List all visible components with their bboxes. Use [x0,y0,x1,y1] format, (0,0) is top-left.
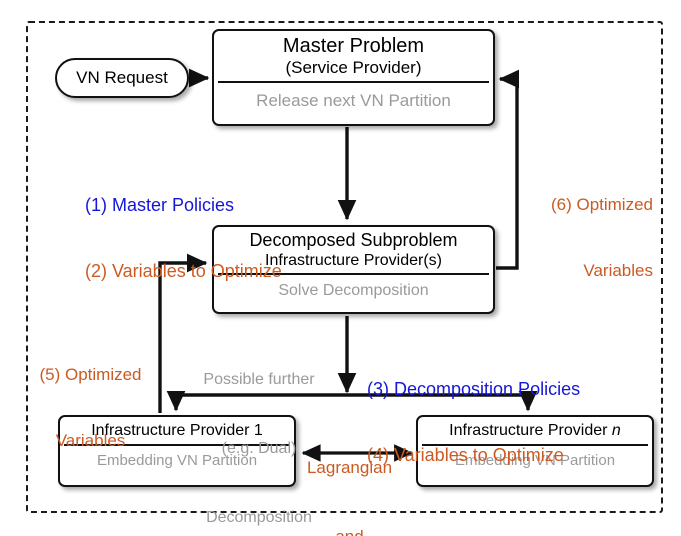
decomposed-subproblem-title: Decomposed Subproblem [249,230,458,250]
further-line2: (e.g. Dual) [221,440,297,457]
edge-label-steps-3-4: (3) Decomposition Policies (4) Variables… [367,334,580,510]
provider-n-action: Embedding VN Partition [454,452,616,469]
master-problem-action: Release next VN Partition [256,91,451,110]
exchange-line1: Lagrangian [306,458,393,477]
node-infrastructure-provider-1[interactable]: Infrastructure Provider 1 Embedding VN P… [58,415,296,487]
edge-label-step2: (2) Variables to Optimize [85,261,282,281]
edge-label-step3: (3) Decomposition Policies [367,379,581,399]
master-problem-subtitle: (Service Provider) [285,58,422,77]
provider-1-title-text: Infrastructure Provider 1 [91,422,263,439]
edge-label-further-decomposition: Possible further (e.g. Dual) Decompositi… [186,322,332,536]
arrow-subproblem-to-master [496,69,520,270]
edge-label-step5-line2: Variables [55,431,126,450]
arrow-provider1-to-subproblem [158,253,208,413]
further-line1: Possible further [203,371,315,388]
provider-n-divider [422,444,648,446]
further-line3: Decomposition [206,509,312,526]
decomposed-subproblem-header: Decomposed Subproblem Infrastructure Pro… [214,227,493,273]
exchange-line2: and [288,525,411,536]
decomposed-subproblem-divider [218,273,489,275]
node-master-problem[interactable]: Master Problem (Service Provider) Releas… [212,29,495,126]
node-infrastructure-provider-n[interactable]: Infrastructure Provider n Embedding VN P… [416,415,654,487]
node-vn-request[interactable]: VN Request [55,58,189,98]
master-problem-title: Master Problem [282,35,425,57]
edge-label-step5-line1: (5) Optimized [39,365,142,384]
edge-label-step6-line2: Variables [583,261,653,280]
arrow-subproblem-to-providern [347,390,538,412]
edge-label-step5: (5) Optimized Variables [27,320,154,496]
edge-label-steps-1-2: (1) Master Policies (2) Variables to Opt… [85,150,282,326]
vn-request-label: VN Request [76,68,168,87]
decomposed-subproblem-action: Solve Decomposition [278,282,429,299]
master-problem-divider [218,81,489,83]
provider-1-action: Embedding VN Partition [96,452,258,469]
edge-label-step1: (1) Master Policies [85,195,235,215]
provider-n-index: n [611,422,621,439]
edge-label-step6-line1: (6) Optimized [550,195,653,214]
provider-1-divider [64,444,290,446]
edge-label-lagrangian-exchange: Lagrangian and Subgradient Exchange [288,410,411,536]
edge-label-step6: (6) Optimized Variables [528,150,653,326]
arrow-subproblem-to-provider1 [166,390,347,412]
provider-1-title: Infrastructure Provider 1 [60,417,294,444]
provider-n-title: Infrastructure Provider n [418,417,652,444]
provider-n-title-text: Infrastructure Provider [449,422,612,439]
edge-label-step4: (4) Variables to Optimize [367,445,564,465]
decomposed-subproblem-subtitle: Infrastructure Provider(s) [265,252,442,269]
outer-dashed-frame [26,21,663,513]
master-problem-header: Master Problem (Service Provider) [214,31,493,81]
node-decomposed-subproblem[interactable]: Decomposed Subproblem Infrastructure Pro… [212,225,495,314]
